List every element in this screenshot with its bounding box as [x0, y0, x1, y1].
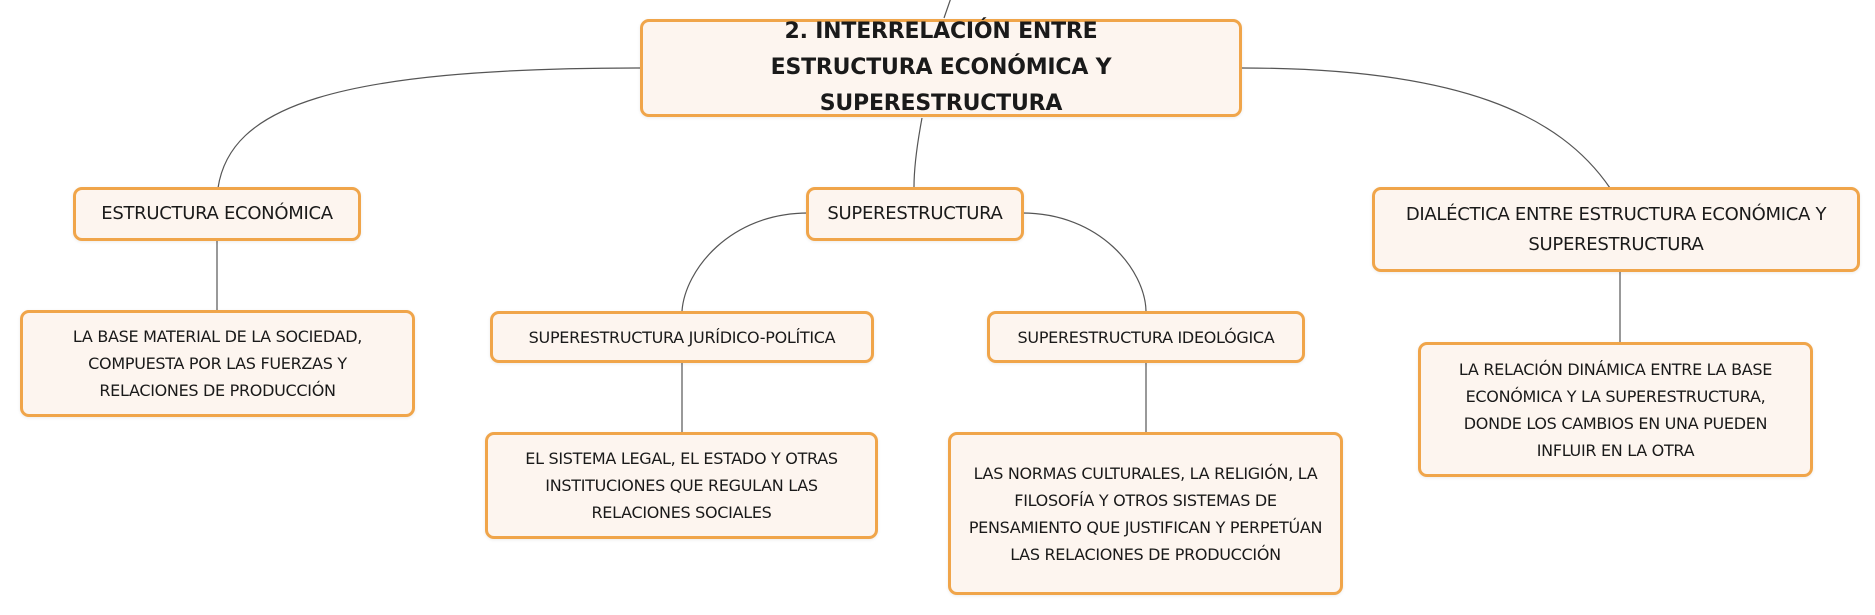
root-node[interactable]: 2. INTERRELACIÓN ENTRE ESTRUCTURA ECONÓM…	[640, 19, 1242, 117]
node-estructura-economica-desc-label: LA BASE MATERIAL DE LA SOCIEDAD, COMPUES…	[72, 327, 363, 400]
connector-root-to-estructura-economica	[217, 67, 641, 189]
node-superestructura[interactable]: SUPERESTRUCTURA	[806, 187, 1024, 241]
node-dialectica[interactable]: DIALÉCTICA ENTRE ESTRUCTURA ECONÓMICA Y …	[1372, 187, 1860, 272]
connector-superestructura-to-ideologica	[1021, 212, 1147, 312]
node-ideologica-label: SUPERESTRUCTURA IDEOLÓGICA	[1017, 327, 1275, 347]
connector-parent-to-root	[943, 0, 951, 19]
node-estructura-economica-label: ESTRUCTURA ECONÓMICA	[101, 203, 333, 224]
node-juridico-politica-label: SUPERESTRUCTURA JURÍDICO-POLÍTICA	[528, 327, 836, 347]
node-ideologica-desc[interactable]: LAS NORMAS CULTURALES, LA RELIGIÓN, LA F…	[948, 432, 1343, 595]
node-ideologica[interactable]: SUPERESTRUCTURA IDEOLÓGICA	[987, 311, 1305, 363]
connector-superestructura-to-juridico-politica	[681, 212, 809, 312]
node-estructura-economica-desc[interactable]: LA BASE MATERIAL DE LA SOCIEDAD, COMPUES…	[20, 310, 415, 417]
node-juridico-politica[interactable]: SUPERESTRUCTURA JURÍDICO-POLÍTICA	[490, 311, 874, 363]
node-dialectica-desc[interactable]: LA RELACIÓN DINÁMICA ENTRE LA BASE ECONÓ…	[1418, 342, 1813, 477]
connector-root-to-superestructura	[913, 117, 923, 188]
node-estructura-economica[interactable]: ESTRUCTURA ECONÓMICA	[73, 187, 361, 241]
root-node-label: 2. INTERRELACIÓN ENTRE ESTRUCTURA ECONÓM…	[770, 19, 1112, 116]
node-juridico-politica-desc-label: EL SISTEMA LEGAL, EL ESTADO Y OTRAS INST…	[525, 449, 838, 522]
node-dialectica-desc-label: LA RELACIÓN DINÁMICA ENTRE LA BASE ECONÓ…	[1458, 359, 1773, 460]
node-juridico-politica-desc[interactable]: EL SISTEMA LEGAL, EL ESTADO Y OTRAS INST…	[485, 432, 878, 539]
node-dialectica-label: DIALÉCTICA ENTRE ESTRUCTURA ECONÓMICA Y …	[1405, 203, 1827, 255]
connector-root-to-dialectica	[1241, 67, 1611, 189]
node-superestructura-label: SUPERESTRUCTURA	[827, 203, 1003, 224]
node-ideologica-desc-label: LAS NORMAS CULTURALES, LA RELIGIÓN, LA F…	[968, 463, 1323, 564]
